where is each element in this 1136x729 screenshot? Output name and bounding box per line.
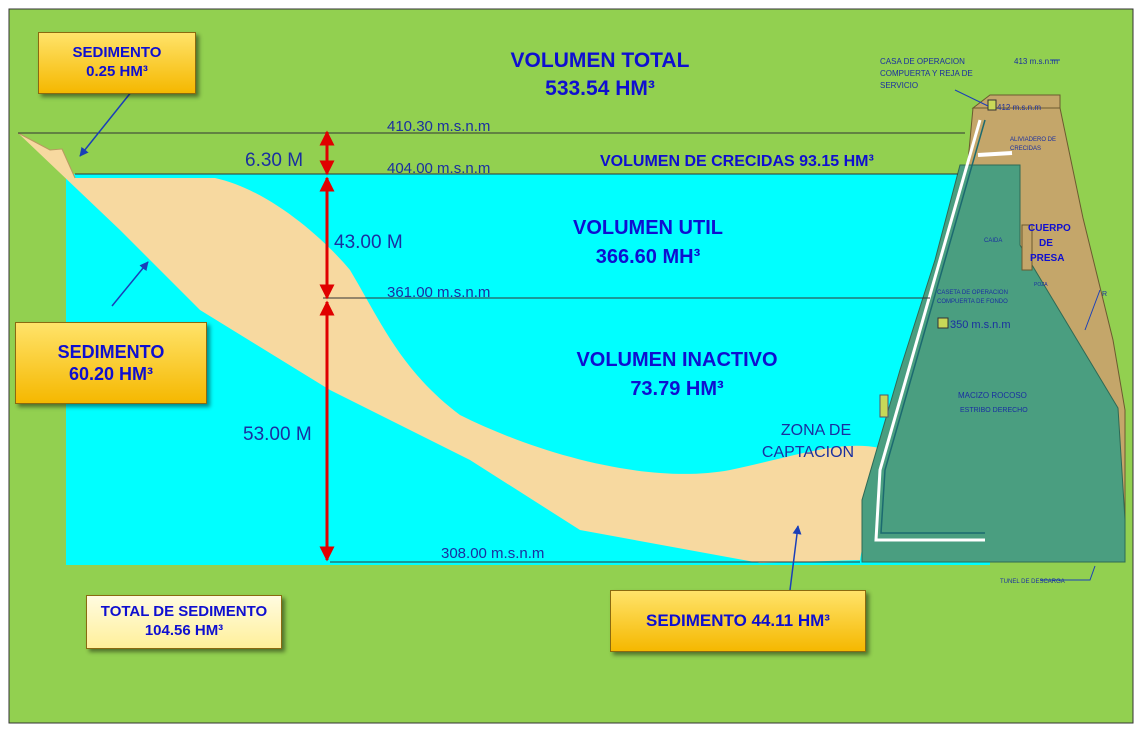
- operation-house-label-3: SERVICIO: [880, 81, 918, 90]
- sediment-deposit: [18, 133, 880, 563]
- sediment-box-top-line2: 0.25 HM³: [86, 63, 148, 80]
- level-label-404: 404.00 m.s.n.m: [387, 160, 490, 177]
- tunnel-leader: [1040, 565, 1096, 581]
- total-sediment-line2: 104.56 HM³: [144, 622, 224, 639]
- sediment-box-bottom-line1: SEDIMENTO 44.11 HM³: [646, 611, 830, 631]
- dam-body-label-2: DE: [1039, 238, 1053, 249]
- level-label-308: 308.00 m.s.n.m: [441, 545, 544, 562]
- useful-volume-label: VOLUMEN UTIL: [573, 217, 723, 239]
- spillway-label-2: CRECIDAS: [1010, 146, 1041, 152]
- rock-massif: [861, 164, 1126, 563]
- dimension-label-53m: 53.00 M: [243, 424, 312, 445]
- sediment-box-top-line1: SEDIMENTO: [72, 44, 162, 62]
- dam-body-label-1: CUERPO: [1028, 223, 1071, 234]
- volume-total-label: VOLUMEN TOTAL: [511, 49, 690, 72]
- operation-house: [987, 99, 997, 111]
- pointer-arrow-left: [111, 261, 149, 307]
- intake-zone-label: ZONA DE: [781, 422, 851, 439]
- drop-structure: [1021, 224, 1033, 271]
- volume-total-value: 533.54 HM³: [545, 77, 655, 100]
- spillway-label-1: ALIVIADERO DE: [1010, 137, 1056, 143]
- drop-label: CAIDA: [984, 238, 1002, 244]
- level-label-361: 361.00 m.s.n.m: [387, 284, 490, 301]
- pointer-line-r: [1084, 289, 1101, 331]
- crest-elevation-label: 413 m.s.n.m: [1014, 57, 1058, 66]
- total-sediment-box: TOTAL DE SEDIMENTO 104.56 HM³: [86, 595, 282, 649]
- total-sediment-line1: TOTAL DE SEDIMENTO: [100, 603, 268, 621]
- useful-volume-value: 366.60 MH³: [596, 246, 701, 268]
- rock-massif-label-1: MACIZO ROCOSO: [958, 391, 1027, 400]
- discharge-tunnel-label: TUNEL DE DESCARGA: [1000, 579, 1065, 585]
- pool-label: POZA: [1034, 282, 1048, 288]
- operation-house-label-2: COMPUERTA Y REJA DE: [880, 69, 973, 78]
- sediment-top-edge: [17, 132, 76, 179]
- dam-body-label-3: PRESA: [1030, 253, 1064, 264]
- bottom-gate-house: [937, 317, 949, 329]
- bottom-gate-label-2: COMPUERTA DE FONDO: [937, 299, 1008, 305]
- inactive-volume-value: 73.79 HM³: [630, 378, 724, 400]
- elevation-350-label: 350 m.s.n.m: [950, 319, 1011, 331]
- sediment-box-bottom: SEDIMENTO 44.11 HM³: [610, 590, 866, 652]
- intake-zone-label-2: CAPTACION: [762, 444, 854, 461]
- sediment-box-left: SEDIMENTO 60.20 HM³: [15, 322, 207, 404]
- flood-volume-label: VOLUMEN DE CRECIDAS 93.15 HM³: [600, 153, 874, 170]
- dimension-label-6m: 6.30 M: [245, 150, 303, 171]
- gate-structure: [879, 394, 889, 418]
- dimension-label-43m: 43.00 M: [334, 232, 403, 253]
- sediment-box-left-line1: SEDIMENTO: [57, 341, 165, 362]
- penstock-outline: [880, 119, 986, 534]
- r-label: R: [1102, 291, 1107, 298]
- rock-massif-label-2: ESTRIBO DERECHO: [960, 407, 1028, 414]
- sediment-box-left-line2: 60.20 HM³: [68, 364, 154, 384]
- pointer-arrow-bottom: [789, 525, 802, 591]
- sediment-box-top: SEDIMENTO 0.25 HM³: [38, 32, 196, 94]
- operation-house-label-1: CASA DE OPERACION: [880, 57, 965, 66]
- bottom-gate-label-1: CASETA DE OPERACION: [937, 290, 1008, 296]
- spillway: [977, 151, 1013, 157]
- elevation-412-label: 412 m.s.n.m: [997, 103, 1041, 112]
- inactive-volume-label: VOLUMEN INACTIVO: [576, 349, 777, 371]
- penstock-pipe: [874, 119, 985, 542]
- house-leader: [954, 89, 989, 107]
- level-label-410: 410.30 m.s.n.m: [387, 118, 490, 135]
